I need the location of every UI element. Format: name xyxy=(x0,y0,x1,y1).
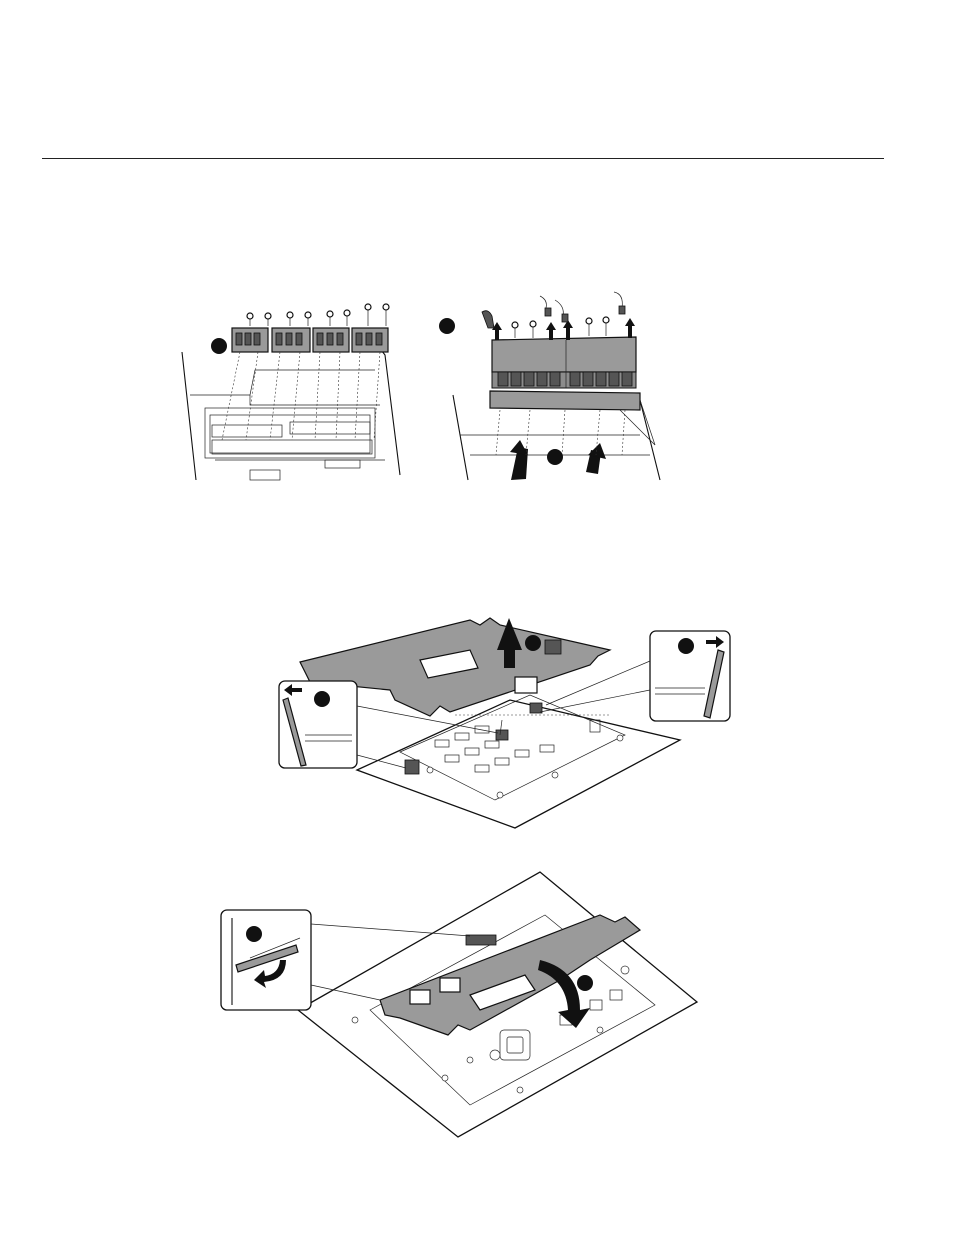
connector-left xyxy=(405,760,419,774)
relay-module-4 xyxy=(352,328,388,352)
relay-board-assembly xyxy=(492,337,636,388)
relay-module-1 xyxy=(232,328,268,352)
marker-lower xyxy=(577,975,593,991)
sub-board-connector xyxy=(515,677,537,693)
sub-board-header xyxy=(545,640,561,654)
marker-tilt xyxy=(246,926,262,942)
marker-3 xyxy=(547,449,563,465)
guide-lines xyxy=(222,352,380,440)
figure-sub-board-lift xyxy=(279,618,730,828)
marker-latch-right xyxy=(678,638,694,654)
sub-board-connector-b xyxy=(440,978,460,992)
marker-latch-left xyxy=(314,691,330,707)
sub-board-connector-a xyxy=(410,990,430,1004)
screw-icon xyxy=(512,317,609,338)
sub-board-edge-connector xyxy=(466,935,496,945)
figure-relay-right xyxy=(439,292,660,480)
marker-lift xyxy=(525,635,541,651)
marker-1 xyxy=(211,338,227,354)
figure-sub-board-install xyxy=(221,872,697,1137)
connector-center xyxy=(496,730,508,740)
chassis-terminals xyxy=(212,422,372,454)
screw-icon xyxy=(247,304,389,326)
relay-module-3 xyxy=(313,328,349,352)
marker-2 xyxy=(439,318,455,334)
figure-relay-left xyxy=(182,304,400,480)
connector-right xyxy=(530,703,542,713)
insulator-sheet xyxy=(490,391,640,410)
relay-module-2 xyxy=(272,328,310,352)
